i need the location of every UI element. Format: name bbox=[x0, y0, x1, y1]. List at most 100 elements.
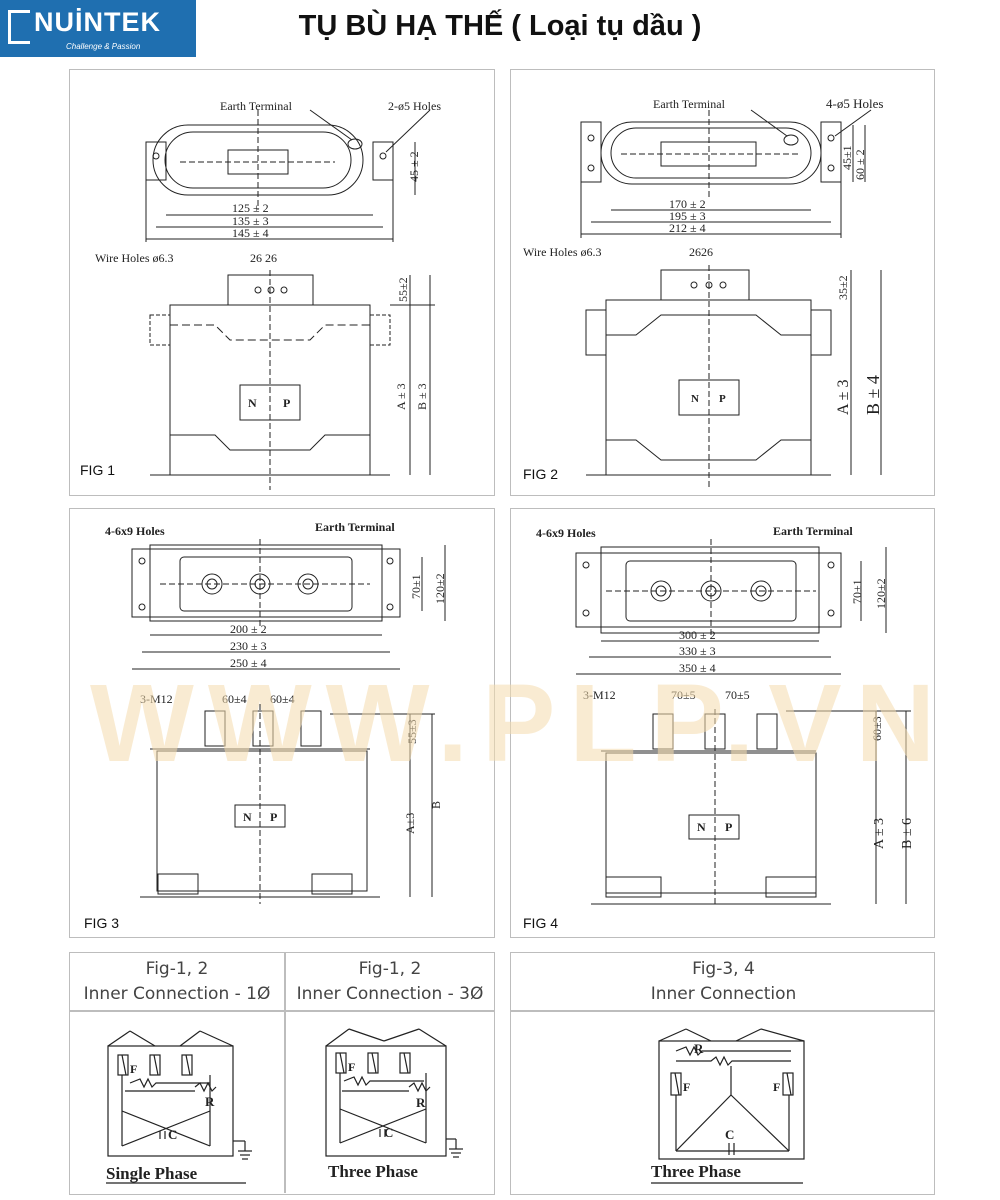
fig4-p-label: P bbox=[725, 820, 732, 834]
fig4-n-label: N bbox=[697, 820, 706, 834]
fig2-dim-212: 212 ± 4 bbox=[669, 221, 706, 235]
conn-left-panel: Fig-1, 2 Inner Connection - 1Ø Fig-1, 2 … bbox=[69, 952, 495, 1195]
fig1-label: FIG 1 bbox=[80, 462, 116, 478]
fig2-holes-label: 4-ø5 Holes bbox=[826, 96, 883, 111]
fig4-dim-70b: 70±5 bbox=[725, 688, 750, 702]
fig2-dim-45: 45±1 bbox=[840, 145, 854, 170]
fig1-dim-135: 135 ± 3 bbox=[232, 214, 269, 228]
conn3-schematic: R F F C Three Phase bbox=[651, 1028, 805, 1184]
brand-tagline: Challenge & Passion bbox=[66, 42, 141, 51]
fig3-dim-200: 200 ± 2 bbox=[230, 622, 267, 636]
fig1-dim-145: 145 ± 4 bbox=[232, 226, 269, 240]
conn2-f-label: F bbox=[348, 1060, 355, 1074]
conn3-f1-label: F bbox=[683, 1080, 690, 1094]
fig1-dim-45: 45 ± 2 bbox=[407, 151, 421, 182]
fig4-dim-350: 350 ± 4 bbox=[679, 661, 716, 675]
fig2-dim-2626: 2626 bbox=[689, 245, 713, 259]
fig4-dim-b: B ± 6 bbox=[900, 818, 915, 849]
fig3-p-label: P bbox=[270, 810, 277, 824]
fig4-dim-120: 120±2 bbox=[874, 578, 888, 609]
fig3-m12-label: 3-M12 bbox=[140, 692, 173, 706]
fig2-dim-a: A ± 3 bbox=[835, 380, 852, 415]
conn2-line2: Inner Connection - 3Ø bbox=[296, 984, 484, 1004]
conn1-schematic: F R C Single Phase bbox=[106, 1030, 252, 1184]
fig2-label: FIG 2 bbox=[523, 466, 559, 482]
brand-logo: NUİNTEK Challenge & Passion bbox=[0, 0, 196, 57]
fig2-dim-170: 170 ± 2 bbox=[669, 197, 706, 211]
fig4-panel: 4-6x9 Holes Earth Terminal 70±1 120±2 30… bbox=[510, 508, 935, 938]
fig3-dim-55: 55±3 bbox=[405, 719, 419, 744]
fig4-dim-60: 60±3 bbox=[870, 716, 884, 741]
fig1-panel: Earth Terminal 2-ø5 Holes 45 ± 2 125 ± 2… bbox=[69, 69, 495, 496]
fig3-holes-label: 4-6x9 Holes bbox=[105, 524, 165, 538]
fig3-panel: 4-6x9 Holes Earth Terminal 70±1 120±2 20… bbox=[69, 508, 495, 938]
fig3-dim-230: 230 ± 3 bbox=[230, 639, 267, 653]
conn2-schematic: F R C Three Phase bbox=[325, 1028, 463, 1181]
fig3-earth-terminal-label: Earth Terminal bbox=[315, 520, 395, 534]
fig4-dim-70a: 70±5 bbox=[671, 688, 696, 702]
fig2-dim-195: 195 ± 3 bbox=[669, 209, 706, 223]
fig3-dim-60b: 60±4 bbox=[270, 692, 295, 706]
fig1-n-label: N bbox=[248, 396, 257, 410]
fig4-dim-70: 70±1 bbox=[850, 579, 864, 604]
conn2-caption: Three Phase bbox=[328, 1162, 418, 1181]
conn3-caption: Three Phase bbox=[651, 1162, 741, 1181]
fig2-drawing: Earth Terminal 4-ø5 Holes 45±1 60 ± 2 17… bbox=[523, 96, 883, 490]
page-title: TỤ BÙ HẠ THẾ ( Loại tụ dầu ) bbox=[298, 10, 702, 42]
fig4-earth-terminal-label: Earth Terminal bbox=[773, 524, 853, 538]
fig2-p-label: P bbox=[719, 393, 726, 405]
conn1-r-label: R bbox=[205, 1094, 215, 1109]
conn3-r-label: R bbox=[694, 1041, 704, 1056]
fig3-n-label: N bbox=[243, 810, 252, 824]
conn3-line2: Inner Connection bbox=[650, 984, 797, 1004]
fig1-dim-b: B ± 3 bbox=[415, 383, 429, 410]
conn3-header: Fig-3, 4 Inner Connection bbox=[511, 957, 936, 1007]
conn1-c-label: C bbox=[168, 1127, 177, 1142]
fig2-dim-b: B ± 4 bbox=[863, 375, 883, 415]
fig3-dim-250: 250 ± 4 bbox=[230, 656, 267, 670]
brand-name: NUİNTEK bbox=[34, 7, 161, 37]
fig3-dim-a: A±3 bbox=[403, 813, 417, 834]
fig4-label: FIG 4 bbox=[523, 915, 559, 931]
conn3-f2-label: F bbox=[773, 1080, 780, 1094]
fig4-m12-label: 3-M12 bbox=[583, 688, 616, 702]
fig1-wire-holes-label: Wire Holes ø6.3 bbox=[95, 251, 174, 265]
conn1-f-label: F bbox=[130, 1062, 137, 1076]
fig1-dim-a: A ± 3 bbox=[394, 383, 408, 410]
conn1-line1: Fig-1, 2 bbox=[145, 959, 209, 979]
conn1-caption: Single Phase bbox=[106, 1164, 198, 1183]
conn3-c-label: C bbox=[725, 1127, 734, 1142]
fig4-holes-label: 4-6x9 Holes bbox=[536, 526, 596, 540]
fig4-dim-300: 300 ± 2 bbox=[679, 628, 716, 642]
fig4-dim-a: A ± 3 bbox=[872, 818, 887, 849]
conn1-header: Fig-1, 2 Inner Connection - 1Ø bbox=[70, 957, 284, 1007]
fig1-dim-2626: 26 26 bbox=[250, 251, 277, 265]
fig4-dim-330: 330 ± 3 bbox=[679, 644, 716, 658]
fig4-drawing: 4-6x9 Holes Earth Terminal 70±1 120±2 30… bbox=[536, 524, 915, 905]
conn2-line1: Fig-1, 2 bbox=[358, 959, 422, 979]
fig3-dim-120: 120±2 bbox=[433, 573, 447, 604]
fig2-panel: Earth Terminal 4-ø5 Holes 45±1 60 ± 2 17… bbox=[510, 69, 935, 496]
fig3-dim-60a: 60±4 bbox=[222, 692, 247, 706]
fig1-drawing: Earth Terminal 2-ø5 Holes 45 ± 2 125 ± 2… bbox=[95, 99, 441, 490]
fig3-dim-70: 70±1 bbox=[409, 574, 423, 599]
fig1-dim-125: 125 ± 2 bbox=[232, 201, 269, 215]
fig1-earth-terminal-label: Earth Terminal bbox=[220, 99, 293, 113]
logo-mark-icon bbox=[8, 10, 30, 44]
fig2-earth-terminal-label: Earth Terminal bbox=[653, 97, 726, 111]
conn1-line2: Inner Connection - 1Ø bbox=[83, 984, 271, 1004]
conn2-r-label: R bbox=[416, 1095, 426, 1110]
conn2-header: Fig-1, 2 Inner Connection - 3Ø bbox=[284, 957, 496, 1007]
fig2-dim-60: 60 ± 2 bbox=[853, 149, 867, 180]
fig3-label: FIG 3 bbox=[84, 915, 120, 931]
fig2-n-label: N bbox=[691, 393, 699, 405]
fig1-p-label: P bbox=[283, 396, 290, 410]
fig2-dim-35: 35±2 bbox=[836, 275, 850, 300]
fig1-dim-55: 55±2 bbox=[396, 277, 410, 302]
fig3-drawing: 4-6x9 Holes Earth Terminal 70±1 120±2 20… bbox=[105, 520, 447, 904]
fig2-wire-holes-label: Wire Holes ø6.3 bbox=[523, 245, 602, 259]
conn3-line1: Fig-3, 4 bbox=[692, 959, 755, 979]
conn-right-panel: Fig-3, 4 Inner Connection R F F C Three … bbox=[510, 952, 935, 1195]
conn2-c-label: C bbox=[384, 1125, 393, 1140]
fig3-dim-b: B bbox=[429, 801, 443, 809]
